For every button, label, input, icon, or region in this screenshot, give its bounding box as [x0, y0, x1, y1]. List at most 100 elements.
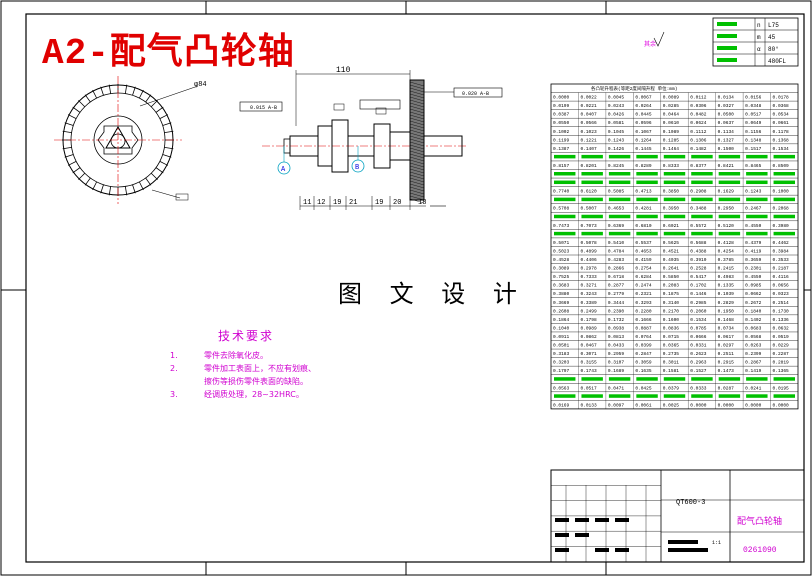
table-cell: 0.7525	[553, 274, 570, 280]
table-cell: 0.1134	[718, 129, 735, 135]
green-cell-bar	[746, 154, 768, 159]
table-cell: 0.2083	[663, 283, 680, 289]
table-cell: 0.3659	[745, 257, 762, 263]
tech-note-item: 1.零件去除氧化皮。	[170, 351, 268, 360]
table-cell: 0.2499	[580, 308, 597, 314]
table-cell: 0.2060	[690, 308, 707, 314]
table-cell: 0.0000	[690, 402, 707, 408]
table-cell: 0.3140	[663, 300, 680, 306]
table-cell: 0.1387	[553, 146, 570, 152]
table-cell: 0.1199	[553, 137, 570, 143]
table-cell: 0.1264	[635, 137, 652, 143]
green-cell-bar	[636, 180, 658, 185]
green-cell-bar	[718, 377, 741, 381]
gear-tooth	[145, 177, 152, 186]
green-cell-bar	[691, 154, 713, 159]
param-value: 480FL	[768, 58, 786, 65]
green-cell-bar	[718, 172, 741, 176]
green-cell-bar	[554, 197, 576, 202]
table-cell: 0.2866	[608, 266, 625, 272]
gear-tooth	[67, 114, 77, 120]
table-cell: 0.1156	[745, 129, 762, 135]
table-cell: 0.8465	[745, 163, 762, 169]
table-cell: 0.1407	[580, 146, 597, 152]
table-cell: 0.0285	[663, 103, 680, 109]
table-cell: 0.3669	[553, 300, 570, 306]
segment-dimension: 19	[375, 199, 383, 207]
table-cell: 0.5850	[663, 274, 680, 280]
table-cell: 0.0617	[718, 334, 735, 340]
table-cell: 0.2321	[635, 291, 652, 297]
gear-tooth	[124, 186, 128, 196]
table-cell: 0.6021	[663, 223, 680, 229]
table-cell: 0.8201	[580, 163, 597, 169]
table-cell: 0.4254	[718, 248, 735, 254]
table-cell: 0.3488	[690, 206, 707, 212]
table-cell: 0.0399	[635, 343, 652, 349]
table-cell: 0.1178	[773, 129, 790, 135]
table-cell: 0.4128	[718, 240, 735, 246]
table-cell: 0.2754	[635, 266, 652, 272]
table-cell: 0.0306	[690, 103, 707, 109]
table-cell: 0.0221	[580, 103, 597, 109]
table-cell: 0.4521	[663, 248, 680, 254]
table-cell: 0.1473	[718, 368, 735, 374]
table-cell: 0.0025	[663, 402, 680, 408]
table-cell: 0.0985	[745, 283, 762, 289]
table-cell: 0.2915	[718, 360, 735, 366]
table-cell: 0.1875	[663, 291, 680, 297]
gear-tooth	[138, 89, 144, 99]
table-cell: 0.3980	[773, 223, 790, 229]
table-cell: 0.4159	[635, 257, 652, 263]
table-cell: 0.0482	[690, 112, 707, 118]
table-cell: 0.0563	[553, 385, 570, 391]
table-cell: 0.4899	[580, 248, 597, 254]
green-label-bar	[717, 22, 737, 26]
table-cell: 0.0407	[580, 112, 597, 118]
tech-note-item: 3.经调质处理，28~32HRC。	[170, 390, 304, 399]
green-cell-bar	[608, 214, 631, 219]
table-cell: 0.0333	[690, 385, 707, 391]
table-cell: 0.0632	[773, 325, 790, 331]
green-cell-bar	[746, 197, 768, 202]
table-cell: 0.0550	[553, 120, 570, 126]
table-cell: 0.0734	[718, 325, 735, 331]
green-cell-bar	[773, 377, 795, 381]
table-cell: 0.0568	[745, 334, 762, 340]
green-cell-bar	[663, 394, 686, 398]
green-cell-bar	[691, 214, 713, 219]
table-cell: 0.0000	[745, 402, 762, 408]
table-cell: 0.4035	[663, 257, 680, 263]
table-cell: 0.6120	[580, 189, 597, 195]
green-cell-bar	[691, 172, 713, 176]
green-cell-bar	[746, 394, 768, 398]
gear-view: φ84	[54, 76, 207, 204]
table-cell: 0.1348	[745, 137, 762, 143]
gear-tooth	[162, 122, 172, 126]
green-cell-bar	[746, 180, 768, 185]
table-cell: 0.2959	[608, 351, 625, 357]
gear-tooth	[62, 146, 72, 150]
title-block: QT600-3 配气凸轮轴 1:1 0261090	[550, 469, 805, 563]
table-cell: 0.1500	[718, 146, 735, 152]
segment-dimension: 20	[393, 199, 401, 207]
param-value: 45	[768, 34, 776, 41]
table-cell: 0.4653	[635, 248, 652, 254]
table-cell: 0.1306	[690, 137, 707, 143]
table-cell: 0.0097	[608, 402, 625, 408]
table-cell: 0.2641	[663, 266, 680, 272]
table-cell: 0.2623	[690, 351, 707, 357]
gear-tooth	[132, 86, 136, 96]
green-cell-bar	[608, 377, 631, 381]
table-cell: 0.0112	[690, 95, 707, 101]
table-cell: 0.1702	[690, 283, 707, 289]
green-cell-bar	[718, 197, 741, 202]
table-cell: 0.3243	[580, 291, 597, 297]
table-cell: 0.5410	[608, 240, 625, 246]
table-cell: 0.0264	[635, 103, 652, 109]
gear-tooth	[150, 100, 158, 108]
table-cell: 0.8421	[718, 163, 735, 169]
green-cell-bar	[554, 214, 576, 219]
table-cell: 0.1950	[718, 308, 735, 314]
